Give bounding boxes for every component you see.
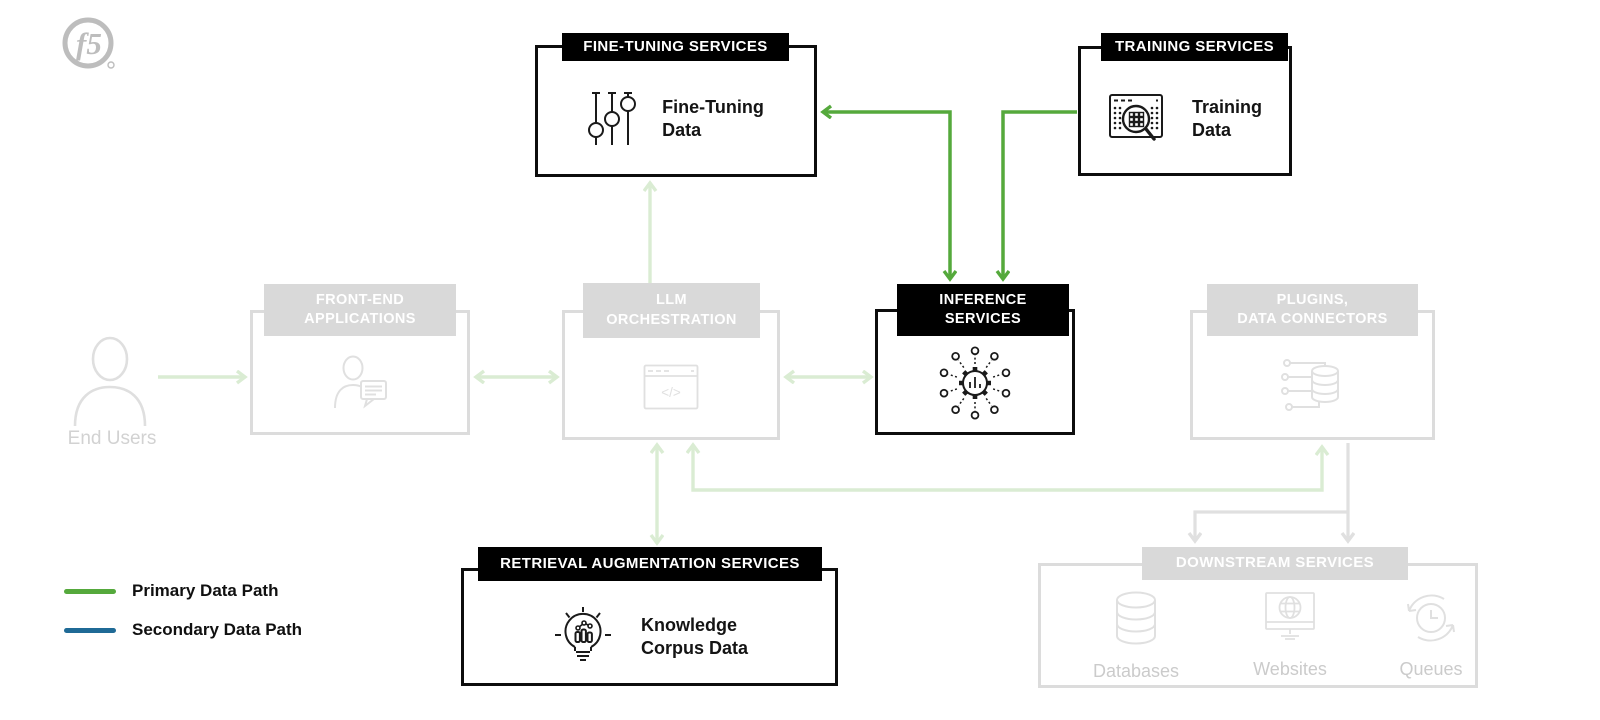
svg-text:</>: </> — [661, 385, 681, 400]
plugins-data-connectors-band: PLUGINS, DATA CONNECTORS — [1207, 284, 1418, 336]
downstream-item-queues: Queues — [1376, 590, 1486, 680]
downstream-item-databases: Databases — [1081, 590, 1191, 682]
data-connectors-icon — [1280, 359, 1339, 411]
legend: Primary Data Path Secondary Data Path — [64, 581, 302, 640]
fine-tuning-services-box: Fine-Tuning Data — [535, 45, 817, 177]
code-window-icon: </> — [643, 364, 699, 410]
f5-logo-text: f5 — [76, 26, 102, 61]
faded-green-paths — [158, 183, 1322, 543]
legend-secondary-swatch — [64, 627, 116, 633]
downstream-services-box: Databases Websites — [1038, 563, 1478, 688]
fine-tuning-services-band: FINE-TUNING SERVICES — [562, 33, 789, 61]
sliders-icon — [588, 92, 637, 145]
inference-services-band: INFERENCE SERVICES — [897, 284, 1069, 336]
end-user-person-icon — [73, 336, 147, 427]
legend-primary-label: Primary Data Path — [132, 581, 279, 600]
downstream-item-websites: Websites — [1235, 590, 1345, 680]
person-chat-icon — [334, 355, 387, 409]
legend-secondary-label: Secondary Data Path — [132, 620, 303, 639]
end-users-label: End Users — [67, 428, 157, 449]
llm-orchestration-band: LLM ORCHESTRATION — [583, 283, 760, 338]
training-services-box: Training Data — [1078, 46, 1292, 176]
legend-primary-swatch — [64, 588, 116, 594]
training-services-band: TRAINING SERVICES — [1101, 33, 1288, 61]
legend-primary-row: Primary Data Path — [64, 581, 302, 601]
knowledge-corpus-label: Knowledge Corpus Data — [640, 614, 748, 658]
database-icon — [1116, 591, 1156, 645]
retrieval-augmentation-services-box: Knowledge Corpus Data — [461, 568, 838, 686]
queues-icon — [1407, 594, 1455, 642]
training-data-icon — [1108, 94, 1163, 141]
retrieval-augmentation-band: RETRIEVAL AUGMENTATION SERVICES — [478, 547, 822, 581]
downstream-services-band: DOWNSTREAM SERVICES — [1142, 547, 1408, 580]
primary-green-paths — [823, 112, 1077, 279]
inference-gear-icon — [939, 346, 1011, 420]
training-data-label: Training Data — [1191, 96, 1262, 140]
gray-paths — [1195, 443, 1348, 541]
knowledge-corpus-icon — [554, 607, 611, 661]
website-icon — [1265, 592, 1315, 640]
f5-logo: f5 — [62, 17, 115, 69]
fine-tuning-data-label: Fine-Tuning Data — [662, 96, 764, 140]
front-end-applications-band: FRONT-END APPLICATIONS — [264, 284, 456, 336]
legend-secondary-row: Secondary Data Path — [64, 620, 302, 640]
